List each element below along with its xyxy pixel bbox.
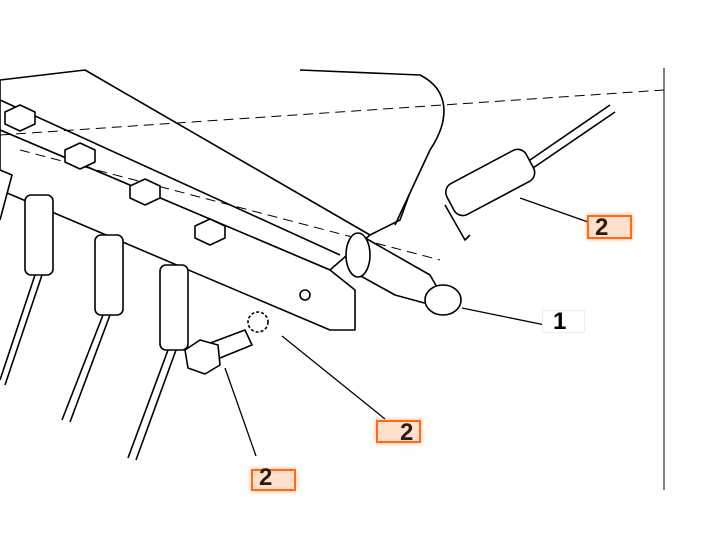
- callout-lock-washer[interactable]: 2: [376, 420, 421, 445]
- bolt-heads: [4, 104, 226, 246]
- leader-lines: [224, 197, 589, 457]
- spring-part: [444, 104, 616, 241]
- bracket: [0, 69, 445, 331]
- tine-springs: [0, 169, 189, 461]
- callout-pin[interactable]: 1: [542, 310, 585, 334]
- callout-spring[interactable]: 2: [587, 215, 632, 240]
- bolt-part: [184, 329, 253, 375]
- callout-bolt[interactable]: 2: [251, 466, 296, 491]
- lock-washer-part: [247, 311, 269, 333]
- pin-part: [345, 232, 462, 316]
